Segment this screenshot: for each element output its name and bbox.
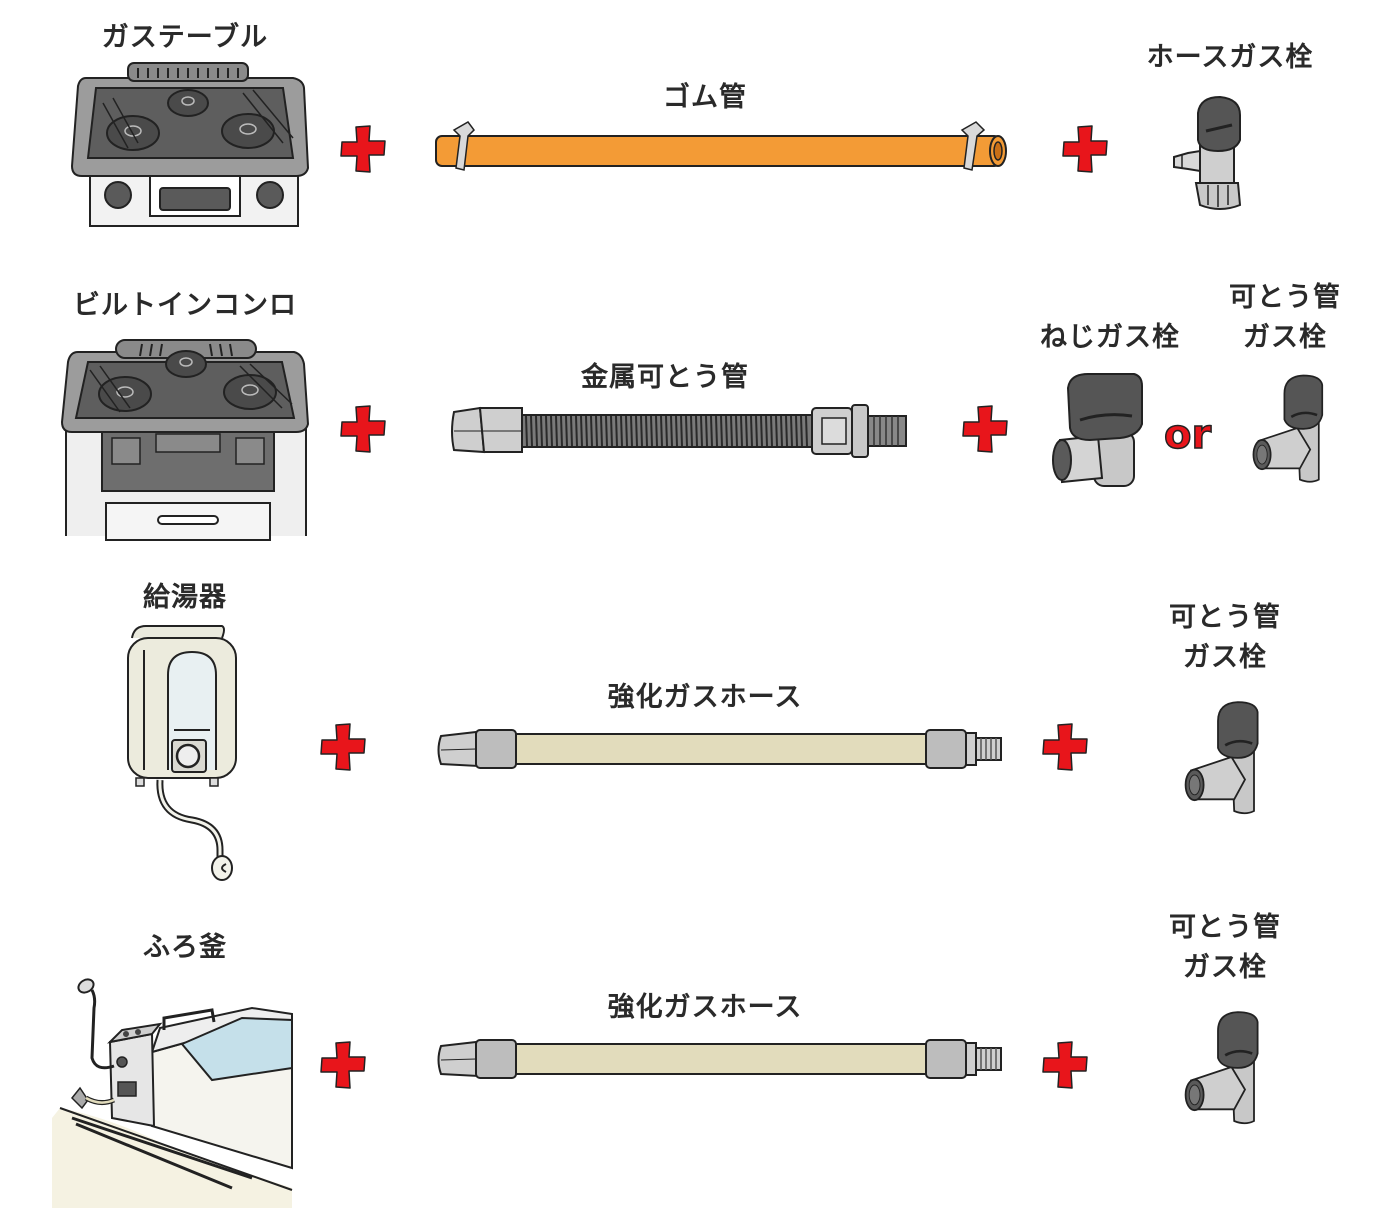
connector-label-flexible-metal-pipe: 金属可とう管 xyxy=(581,362,749,393)
water-heater-icon xyxy=(127,625,237,881)
valve-label-flexible-pipe-gas-valve-line1: 可とう管 xyxy=(1229,282,1341,313)
screw-gas-valve-icon xyxy=(1052,373,1143,487)
flexible-pipe-gas-valve-icon xyxy=(1250,365,1336,491)
valve-label-screw-gas-valve: ねじガス栓 xyxy=(1040,322,1180,353)
rubber-hose-icon xyxy=(435,121,1007,171)
plus-icon xyxy=(318,1040,368,1090)
plus-icon xyxy=(1040,1040,1090,1090)
appliance-label-built-in-stove: ビルトインコンロ xyxy=(73,290,297,321)
bath-boiler-icon xyxy=(52,978,293,1208)
connector-label-reinforced-gas-hose: 強化ガスホース xyxy=(607,682,803,713)
flexible-metal-pipe-icon xyxy=(451,404,907,458)
built-in-stove-icon xyxy=(60,339,310,541)
plus-icon xyxy=(338,404,388,454)
valve-label-flexible-pipe-gas-valve-line1: 可とう管 xyxy=(1169,602,1281,633)
appliance-label-water-heater: 給湯器 xyxy=(143,582,227,613)
plus-icon xyxy=(1060,124,1110,174)
appliance-label-gas-table: ガステーブル xyxy=(101,22,269,53)
connector-label-reinforced-gas-hose: 強化ガスホース xyxy=(607,992,803,1023)
connector-label-rubber-hose: ゴム管 xyxy=(663,82,747,113)
plus-icon xyxy=(318,722,368,772)
valve-label-flexible-pipe-gas-valve-line1: 可とう管 xyxy=(1169,912,1281,943)
valve-label-flexible-pipe-gas-valve-line2: ガス栓 xyxy=(1243,322,1327,353)
plus-icon xyxy=(1040,722,1090,772)
flexible-pipe-gas-valve-icon xyxy=(1182,692,1272,822)
plus-icon xyxy=(338,124,388,174)
plus-icon xyxy=(960,404,1010,454)
valve-label-flexible-pipe-gas-valve-line2: ガス栓 xyxy=(1183,952,1267,983)
or-text: or xyxy=(1163,411,1212,459)
gas-table-stove-icon xyxy=(70,62,310,227)
valve-label-flexible-pipe-gas-valve-line2: ガス栓 xyxy=(1183,642,1267,673)
flexible-pipe-gas-valve-icon xyxy=(1182,1002,1272,1132)
reinforced-gas-hose-icon xyxy=(436,714,1006,784)
hose-gas-valve-icon xyxy=(1173,95,1242,210)
appliance-label-bath-boiler: ふろ釜 xyxy=(143,932,227,963)
reinforced-gas-hose-icon xyxy=(436,1024,1006,1094)
valve-label-hose-gas-valve: ホースガス栓 xyxy=(1146,42,1314,73)
